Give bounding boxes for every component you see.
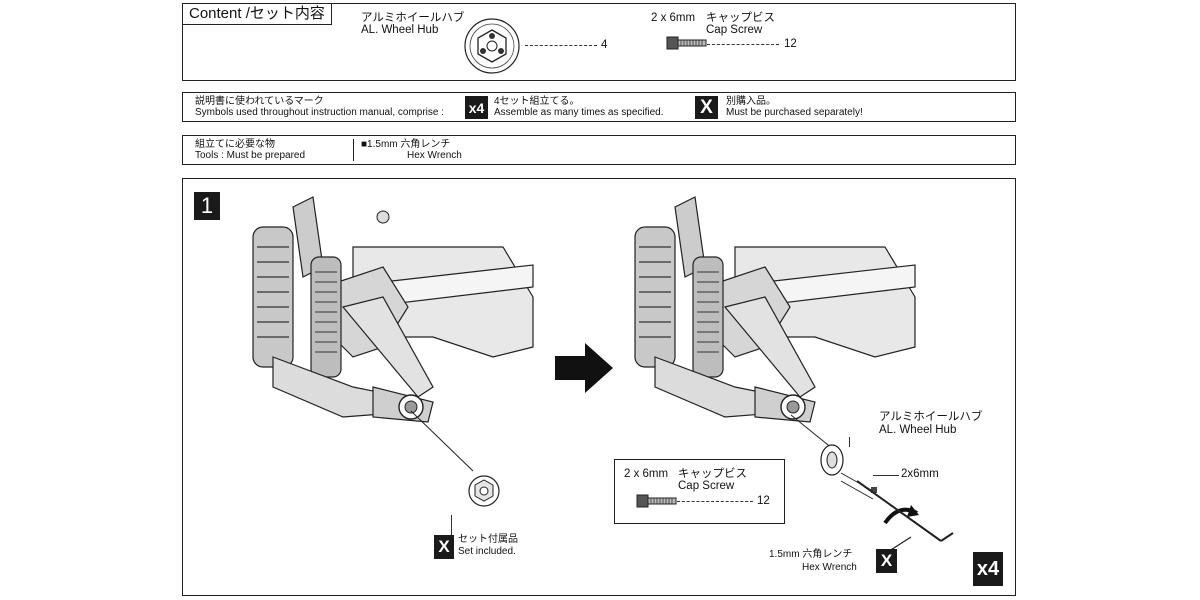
set-included-jp: セット付属品 <box>458 534 518 545</box>
set-included-icon: X <box>434 535 454 559</box>
inset-spec: 2 x 6mm <box>624 468 669 480</box>
hex-wrench-icon <box>856 480 954 542</box>
inset-en: Cap Screw <box>678 480 735 492</box>
wrench-label-en: Hex Wrench <box>802 562 857 573</box>
wheel-hub-icon <box>464 18 520 74</box>
symbols-box: 説明書に使われているマーク Symbols used throughout in… <box>182 92 1016 122</box>
screw-callout-leader <box>873 475 899 476</box>
cap-screw-icon <box>666 36 707 50</box>
step-number: 1 <box>194 192 220 220</box>
screw-label-en: Cap Screw <box>706 24 763 36</box>
set-included-en: Set included. <box>458 546 516 557</box>
hub-qty: 4 <box>601 39 608 51</box>
set-leader <box>451 515 453 537</box>
inset-jp: キャップビス <box>678 468 747 480</box>
hub-install-line <box>790 414 834 450</box>
x-symbol-jp: 別購入品。 <box>726 96 776 107</box>
inset-cap-screw-icon <box>636 494 677 508</box>
hub-explode-line <box>410 410 474 472</box>
tools-item-en: Hex Wrench <box>407 150 462 161</box>
hub-callout-en: AL. Wheel Hub <box>879 424 957 436</box>
screw-spec: 2 x 6mm <box>651 12 696 24</box>
tools-title-jp: 組立てに必要な物 <box>195 139 275 150</box>
inset-qty: 12 <box>757 495 770 507</box>
x-symbol-en: Must be purchased separately! <box>726 107 863 118</box>
hub-label-en: AL. Wheel Hub <box>361 24 439 36</box>
hub-label-jp: アルミホイールハブ <box>361 12 465 24</box>
x4-symbol-icon: x4 <box>465 96 488 119</box>
hub-leader <box>525 45 597 46</box>
symbols-title-en: Symbols used throughout instruction manu… <box>195 107 445 118</box>
repeat-x4-icon: x4 <box>973 552 1003 586</box>
x-symbol-icon: X <box>695 96 718 119</box>
wrench-purchase-icon: X <box>876 549 897 573</box>
tools-divider <box>353 139 354 161</box>
wrench-label-jp: 1.5mm 六角レンチ <box>769 549 853 560</box>
x4-symbol-jp: 4セット組立てる。 <box>494 96 580 107</box>
tools-item-jp: ■1.5mm 六角レンチ <box>361 139 451 150</box>
hub-callout-jp: アルミホイールハブ <box>879 411 983 423</box>
screw-label-jp: キャップビス <box>706 12 775 24</box>
content-title-tab: Content /セット内容 <box>182 3 332 25</box>
chassis-drawing <box>252 196 534 423</box>
content-title: Content /セット内容 <box>189 5 325 22</box>
tools-title-en: Tools : Must be prepared <box>195 150 306 161</box>
wheel-hub-exploded-icon <box>820 444 844 476</box>
screw-leader <box>707 44 779 45</box>
screw-qty: 12 <box>784 38 797 50</box>
hub-callout-leader <box>849 437 851 447</box>
content-box: Content /セット内容 アルミホイールハブ AL. Wheel Hub 4… <box>182 3 1016 81</box>
tools-box: 組立てに必要な物 Tools : Must be prepared ■1.5mm… <box>182 135 1016 165</box>
screw-inset-box: 2 x 6mm キャップビス Cap Screw 12 <box>614 459 785 524</box>
x4-symbol-en: Assemble as many times as specified. <box>494 107 664 118</box>
arrow-right-icon <box>555 343 613 393</box>
wheel-hub-part-icon <box>468 475 500 507</box>
screw-callout: 2x6mm <box>901 468 939 480</box>
inset-leader <box>677 501 753 502</box>
step-box: 1 X セット付属品 Set included. <box>182 178 1016 596</box>
symbols-title-jp: 説明書に使われているマーク <box>195 96 324 107</box>
chassis-drawing-assembled <box>634 196 916 423</box>
